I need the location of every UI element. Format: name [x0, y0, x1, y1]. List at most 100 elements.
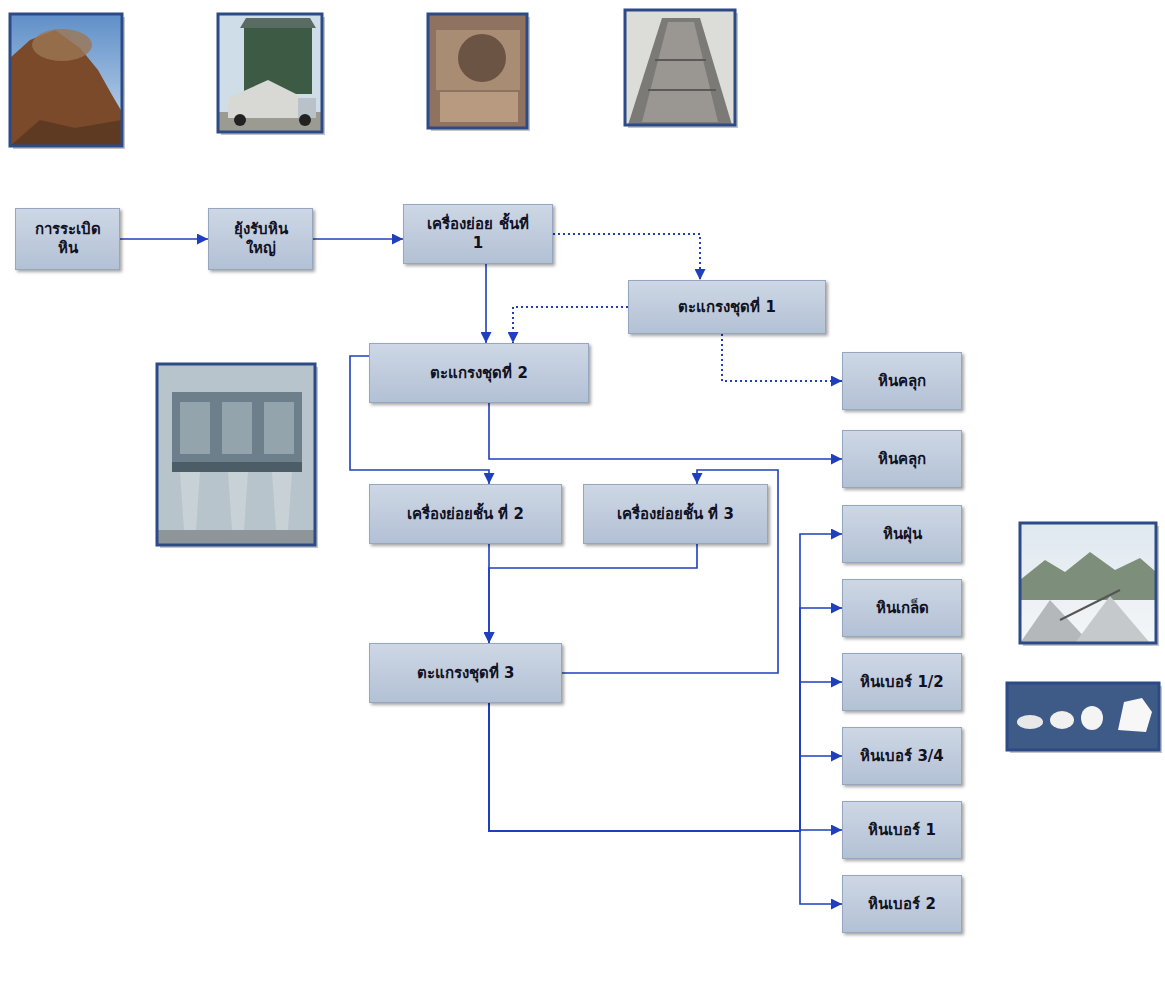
- photo-ground: [428, 14, 527, 128]
- plant-photo: [157, 364, 318, 548]
- ground: [157, 530, 315, 545]
- stockpile-photo: [1020, 523, 1159, 646]
- plant-structure: [172, 392, 302, 462]
- hopper-roof: [240, 18, 316, 28]
- process-box: ตะแกรงชุดที่ 2: [369, 343, 589, 403]
- flow-arrow: [489, 682, 842, 831]
- gravel-bed: [642, 22, 718, 122]
- box-label: เครื่องย่อยชั้น ที่ 2: [407, 505, 524, 524]
- process-box: เครื่องย่อยชั้น ที่ 3: [583, 484, 768, 544]
- stone-pile: [1020, 600, 1090, 643]
- process-box: การระเบิด หิน: [15, 208, 120, 270]
- box-label: หินเกล็ด: [876, 599, 929, 618]
- photo-frame: [625, 10, 735, 125]
- photo-frame: [428, 14, 527, 128]
- process-box: หินเบอร์ 1: [842, 801, 962, 859]
- stone-sample: [1118, 698, 1152, 732]
- rock-face: [10, 30, 122, 146]
- blast-dust: [32, 29, 92, 61]
- plant-unit: [264, 402, 294, 454]
- process-box: หินเกล็ด: [842, 579, 962, 637]
- box-label: ตะแกรงชุดที่ 1: [678, 298, 776, 317]
- box-label: หินเบอร์ 1: [868, 821, 936, 840]
- stone-sample: [1017, 715, 1043, 729]
- truck-body: [228, 80, 300, 118]
- photo-sky: [10, 14, 122, 146]
- stone-sample-photo: [1007, 683, 1162, 753]
- blast-photo: [10, 14, 125, 149]
- photo-frame: [1007, 683, 1159, 750]
- plant-unit: [222, 402, 252, 454]
- crusher-base: [440, 92, 518, 122]
- screen-photo: [625, 10, 738, 128]
- conveyor: [1060, 590, 1120, 620]
- flow-arrow: [722, 334, 842, 381]
- box-label: ยุ้งรับหิน ใหญ่: [218, 220, 304, 258]
- hopper-building: [244, 26, 312, 94]
- flow-arrow: [489, 544, 697, 643]
- plant-deck: [172, 462, 302, 472]
- photo-sky: [1020, 523, 1156, 643]
- flow-arrow: [562, 470, 778, 673]
- plant-unit: [180, 402, 210, 454]
- box-label: ตะแกรงชุดที่ 3: [417, 664, 515, 683]
- flow-arrow: [553, 234, 700, 280]
- box-label: หินคลุก: [878, 372, 926, 391]
- photo-wall: [625, 10, 735, 125]
- process-box: หินคลุก: [842, 352, 962, 410]
- photo-frame: [218, 14, 322, 132]
- process-box: หินคลุก: [842, 430, 962, 488]
- box-label: หินฝุ่น: [883, 525, 922, 544]
- stone-pile: [1075, 596, 1150, 643]
- mountains: [1020, 552, 1156, 600]
- process-box: หินเบอร์ 1/2: [842, 653, 962, 711]
- screen-bar: [655, 59, 706, 61]
- flow-arrow: [513, 307, 628, 343]
- stone-sample: [1050, 711, 1074, 729]
- process-box: เครื่องย่อยชั้น ที่ 2: [369, 484, 562, 544]
- chute: [228, 472, 248, 530]
- stone-sample: [1081, 706, 1103, 730]
- truck-wheel: [299, 114, 311, 126]
- box-label: หินเบอร์ 3/4: [860, 747, 944, 766]
- photo-shadow: [431, 17, 530, 131]
- conveyor: [628, 18, 732, 125]
- box-label: เครื่องย่อย ชั้นที่ 1: [422, 215, 534, 253]
- box-label: หินเบอร์ 2: [868, 895, 936, 914]
- box-label: การระเบิด หิน: [24, 220, 112, 258]
- screen-bar: [648, 89, 716, 91]
- crusher-body: [436, 30, 520, 90]
- process-box: ตะแกรงชุดที่ 3: [369, 643, 562, 703]
- flow-arrow: [485, 264, 487, 343]
- photo-frame: [157, 364, 315, 545]
- truck-wheel: [234, 114, 246, 126]
- box-label: เครื่องย่อยชั้น ที่ 3: [617, 505, 734, 524]
- chute: [272, 472, 292, 530]
- process-box: ตะแกรงชุดที่ 1: [628, 280, 826, 334]
- flow-arrow: [489, 703, 842, 831]
- process-box: เครื่องย่อย ชั้นที่ 1: [403, 204, 553, 264]
- photo-ground: [1007, 683, 1159, 750]
- flow-arrow: [120, 238, 208, 240]
- process-box: ยุ้งรับหิน ใหญ่: [208, 208, 313, 270]
- process-box: หินเบอร์ 2: [842, 875, 962, 933]
- chute: [180, 472, 200, 530]
- flow-arrow: [489, 703, 842, 904]
- flow-arrow: [489, 703, 842, 831]
- box-label: ตะแกรงชุดที่ 2: [430, 364, 528, 383]
- photo-frame: [10, 14, 122, 146]
- flywheel: [458, 34, 506, 82]
- photo-sky: [157, 364, 315, 545]
- flow-arrow: [489, 608, 842, 831]
- box-label: หินเบอร์ 1/2: [860, 673, 944, 692]
- photo-frame: [1020, 523, 1156, 643]
- crusher-photo: [428, 14, 530, 131]
- rubble: [10, 120, 122, 146]
- flow-arrow: [313, 238, 403, 240]
- box-label: หินคลุก: [878, 450, 926, 469]
- process-box: หินฝุ่น: [842, 505, 962, 563]
- process-box: หินเบอร์ 3/4: [842, 727, 962, 785]
- flow-arrow: [489, 403, 842, 459]
- photo-sky: [218, 14, 322, 132]
